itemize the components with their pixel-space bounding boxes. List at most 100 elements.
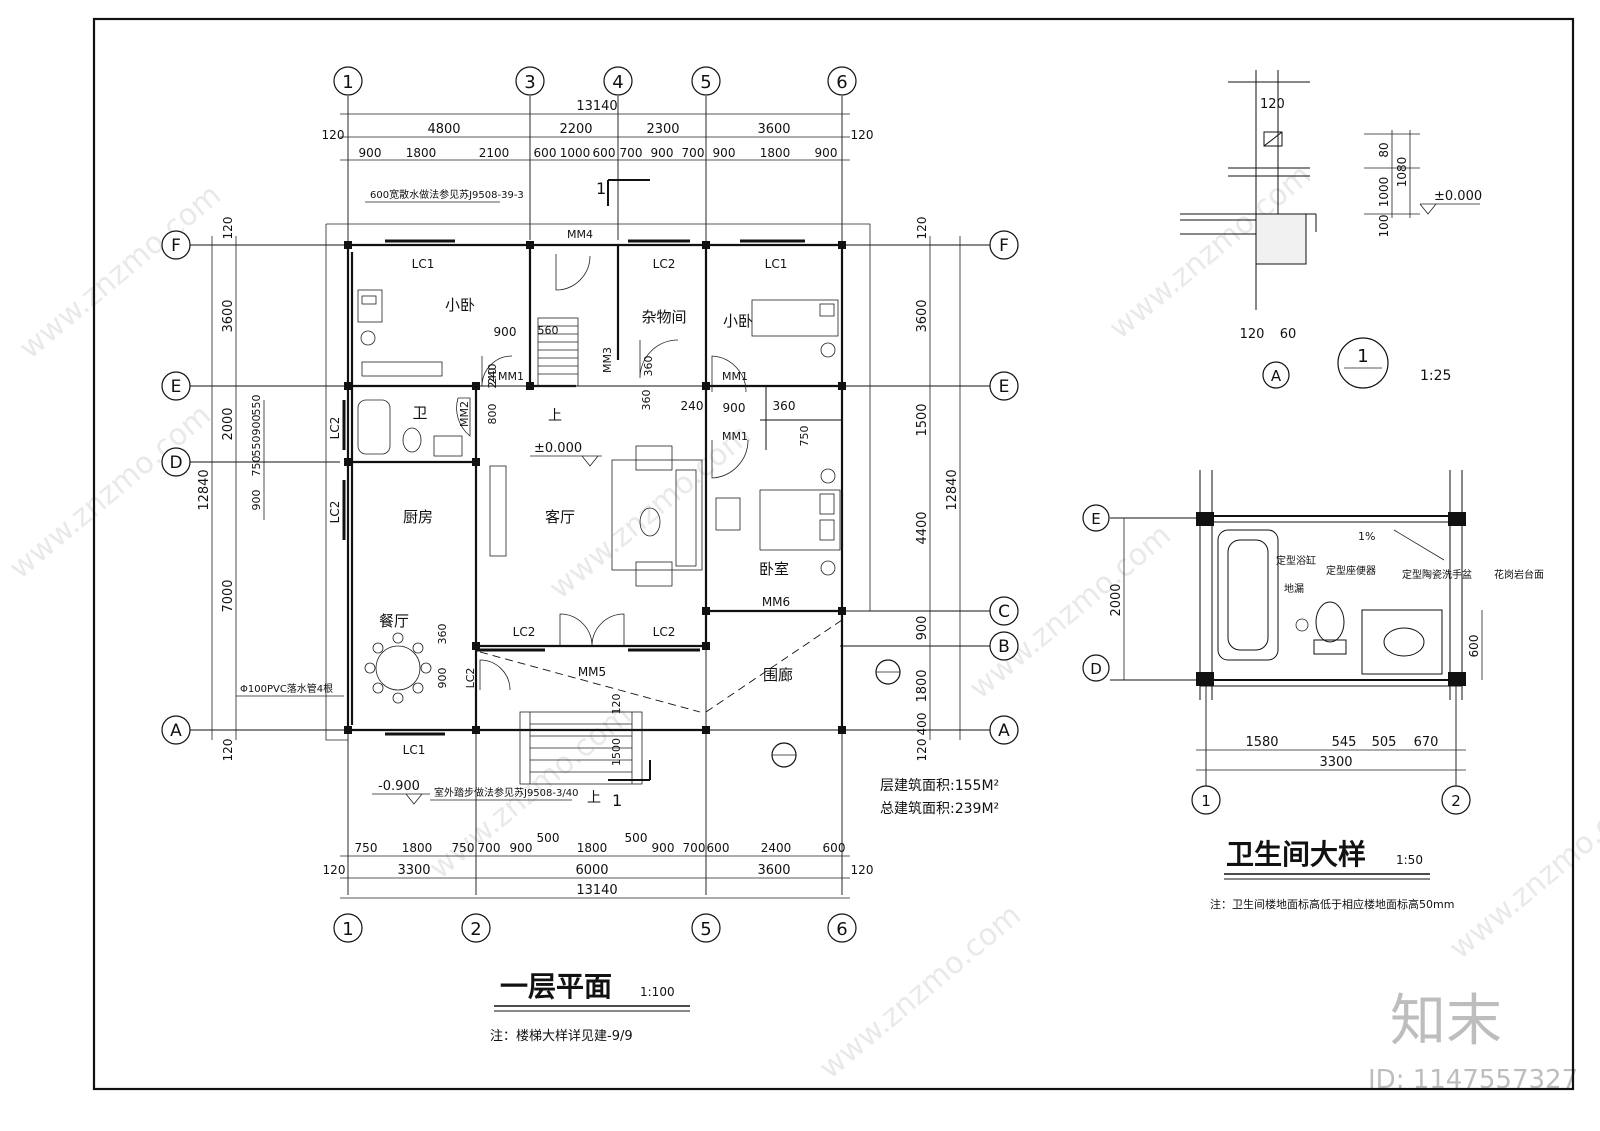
dim-text: 2000	[221, 407, 236, 440]
axis-label: 1	[1201, 792, 1211, 810]
outdoor-level: -0.900	[378, 779, 420, 794]
stair-up-label: 上	[587, 790, 601, 806]
window-tag: LC2	[653, 257, 676, 271]
axis-label: E	[999, 377, 1010, 397]
dim-text: 600	[1467, 635, 1481, 658]
watermarks: www.znzmo.com www.znzmo.com www.znzmo.co…	[3, 158, 1600, 1095]
door-tag: MM2	[458, 401, 471, 427]
drain-label: 地漏	[1284, 582, 1304, 595]
top-dimensions: 13140 120 4800 2200 2300 3600 120 900 18…	[322, 99, 873, 203]
plan-title: 一层平面	[500, 970, 612, 1003]
room-label-small-bedroom: 小卧	[445, 296, 475, 314]
dim-text: 900	[713, 146, 736, 160]
door-swing	[639, 339, 679, 379]
dim-text: 120	[322, 128, 345, 142]
dim-text: 500	[537, 831, 560, 845]
eaves-outline	[326, 223, 871, 612]
indoor-level: ±0.000	[534, 441, 582, 456]
dim-text: 2400	[761, 841, 792, 855]
toilet-icon	[1315, 601, 1345, 643]
dim-text: 750	[452, 841, 475, 855]
axis-label: E	[1091, 510, 1100, 528]
dim-text: 900	[359, 146, 382, 160]
door-swing	[559, 613, 593, 647]
section-detail: 120 80 1000 1080 100 120 60 ±0.000 A 1 1…	[1180, 70, 1482, 389]
dim-text: 670	[1414, 735, 1439, 750]
wardrobe-icon	[361, 361, 443, 377]
coffee-table-icon	[639, 507, 661, 537]
dim-text: 120	[915, 739, 929, 762]
window-tag: LC2	[513, 625, 536, 639]
room-labels: 小卧 小卧 杂物间 卫 厨房 客厅 卧室 餐厅 围廊	[379, 296, 793, 684]
axis-label: 3	[524, 72, 535, 93]
dim-text: 700	[620, 146, 643, 160]
room-label-small-bedroom: 小卧	[723, 312, 753, 330]
section-mark: 1	[596, 179, 606, 198]
axis-label: A	[170, 721, 182, 741]
dim-text: 2100	[479, 146, 510, 160]
axis-label: D	[1090, 660, 1102, 678]
room-label-living: 客厅	[545, 508, 575, 526]
columns	[344, 241, 846, 734]
dim-text: 750	[798, 426, 811, 447]
dim-text: 13140	[576, 883, 617, 898]
dim-text: 3600	[757, 863, 790, 878]
bathroom-detail: 定型浴缸 定型座便器 定型陶瓷洗手盆 花岗岩台面 地漏 1% 2000 600 …	[1082, 470, 1544, 911]
nightstand-icon	[360, 330, 376, 346]
door-swing	[591, 613, 625, 647]
dim-text: 700	[478, 841, 501, 855]
dim-text: 900	[651, 146, 674, 160]
tub-label: 定型浴缸	[1276, 554, 1316, 567]
door-tag: MM5	[578, 665, 606, 679]
dim-text: 80	[1377, 142, 1391, 157]
pipe-note: Φ100PVC落水管4根	[240, 682, 333, 695]
basin-icon	[1383, 627, 1425, 657]
dim-text: 600	[707, 841, 730, 855]
dim-text: 1800	[760, 146, 791, 160]
sheet-border	[92, 17, 1575, 1091]
tv-cabinet-icon	[715, 497, 741, 531]
axis-label: 2	[470, 919, 481, 940]
dim-text: 900	[250, 490, 263, 511]
detail-mark: 1	[1357, 346, 1368, 367]
bed-icon	[759, 489, 841, 551]
dim-text: 360	[640, 390, 653, 411]
dim-text: 120	[221, 739, 235, 762]
axis-label: D	[169, 453, 182, 473]
dim-text: 4800	[427, 122, 460, 137]
window-tag: LC1	[765, 257, 788, 271]
floor-drain-icon	[1295, 618, 1309, 632]
doors: MM4 MM3 MM1 MM1 MM1 MM2 MM5 MM6 LC2	[456, 228, 790, 691]
dim-text: 7000	[221, 579, 236, 612]
room-label-bath: 卫	[412, 404, 427, 422]
dim-text: 120	[323, 863, 346, 877]
dim-text: 2000	[1109, 583, 1124, 616]
dim-text: 600	[823, 841, 846, 855]
bath-title: 卫生间大样	[1226, 838, 1366, 871]
dim-text: 700	[682, 146, 705, 160]
window-tag: LC2	[653, 625, 676, 639]
detail-level: ±0.000	[1434, 189, 1482, 204]
axis-label: E	[171, 377, 182, 397]
room-label-dining: 餐厅	[379, 612, 409, 630]
furniture	[357, 289, 841, 704]
section-cuts: 1 1	[479, 179, 901, 810]
dim-text: 900	[436, 668, 449, 689]
dim-text: 900	[510, 841, 533, 855]
bath-scale: 1:50	[1396, 853, 1423, 867]
dim-text: 1800	[577, 841, 608, 855]
bottom-axis-bubbles: 1 2 5 6	[333, 913, 857, 943]
dim-text: 3600	[915, 299, 930, 332]
dim-text: 1800	[402, 841, 433, 855]
nightstand-icon	[820, 468, 836, 484]
dim-text: 560	[538, 324, 559, 337]
dim-text: 3300	[1319, 755, 1352, 770]
door-tag: MM6	[762, 595, 790, 609]
window-tag: LC1	[403, 743, 426, 757]
dim-text: 545	[1332, 735, 1357, 750]
dim-text: 800	[486, 404, 499, 425]
top-axis-bubbles: 1 3 4 5 6	[333, 66, 857, 96]
dim-text: 900	[723, 401, 746, 415]
watermark-logo: 知末	[1390, 989, 1502, 1054]
door-tag: MM3	[601, 347, 614, 373]
